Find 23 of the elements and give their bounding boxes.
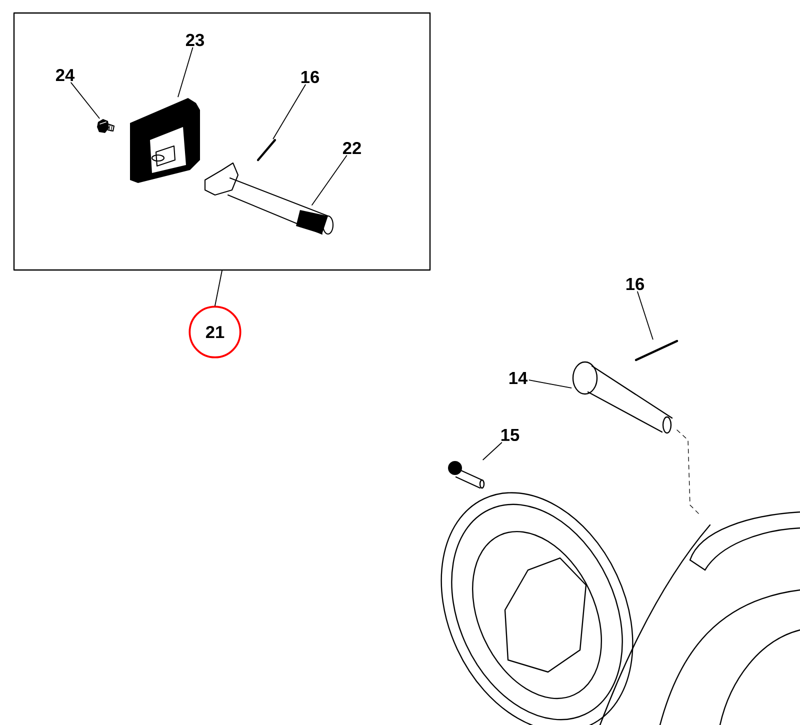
connector-line (214, 270, 222, 306)
callout-number: 16 (299, 70, 321, 84)
screw-drawing (97, 119, 115, 133)
cotter-pin-drawing (634, 340, 678, 362)
callout-number: 14 (507, 370, 529, 386)
leader-line (482, 442, 502, 460)
leader-line (312, 155, 348, 206)
leader-line (70, 82, 100, 119)
screw-drawing (448, 461, 485, 489)
leader-line (178, 47, 194, 98)
callout-number: 22 (341, 140, 363, 156)
callout-number: 15 (499, 428, 521, 442)
bolt-drawing (204, 162, 334, 235)
inset-frame (13, 12, 431, 271)
cotter-pin-drawing (256, 138, 276, 162)
leader-line (637, 291, 654, 340)
leader-line (528, 380, 572, 388)
pin-drawing (572, 361, 673, 434)
bracket-drawing (130, 98, 200, 183)
leader-line (272, 84, 306, 140)
callout-number: 23 (184, 32, 206, 48)
callout-number: 16 (624, 276, 646, 292)
callout-number: 24 (54, 68, 76, 82)
